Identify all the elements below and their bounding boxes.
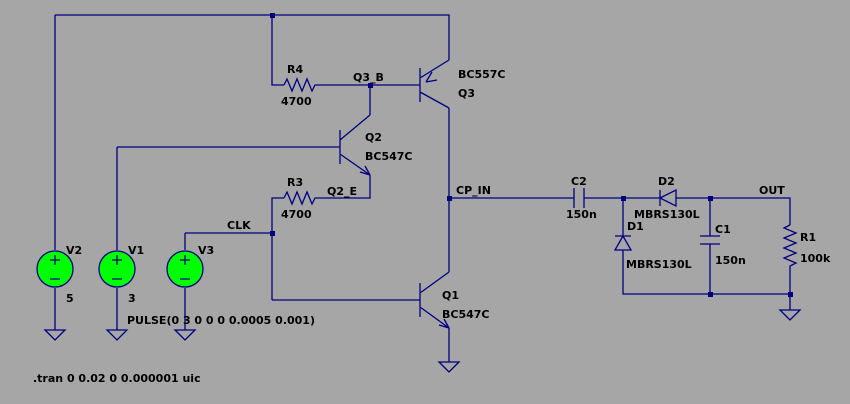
resistor-r4: R4 4700 bbox=[281, 63, 318, 108]
v2-ref-label: V2 bbox=[66, 244, 82, 257]
transistor-q3: BC557C Q3 bbox=[419, 59, 506, 109]
voltage-source-v3: V3 PULSE(0 3 0 0 0 0.0005 0.001) bbox=[127, 244, 315, 327]
q2-ref-label: Q2 bbox=[365, 131, 382, 144]
r1-value-label: 100k bbox=[800, 252, 831, 265]
q2-model-label: BC547C bbox=[365, 150, 413, 163]
capacitor-c1: C1 150n bbox=[700, 223, 746, 267]
d1-ref-label: D1 bbox=[627, 220, 644, 233]
net-label-clk: CLK bbox=[227, 219, 251, 232]
voltage-source-v2: V2 5 bbox=[36, 244, 82, 305]
r4-value-label: 4700 bbox=[281, 95, 312, 108]
diode-d1: D1 MBRS130L bbox=[613, 220, 692, 271]
ground-symbols bbox=[43, 309, 802, 373]
q1-ref-label: Q1 bbox=[442, 289, 459, 302]
net-label-cp-in: CP_IN bbox=[456, 184, 491, 197]
resistor-r1: R1 100k bbox=[782, 224, 831, 270]
wires bbox=[54, 14, 791, 362]
d1-model-label: MBRS130L bbox=[626, 258, 692, 271]
diode-d2: D2 MBRS130L bbox=[634, 175, 700, 221]
v2-value-label: 5 bbox=[66, 292, 74, 305]
q1-model-label: BC547C bbox=[442, 308, 490, 321]
r1-ref-label: R1 bbox=[800, 231, 816, 244]
d2-ref-label: D2 bbox=[658, 175, 675, 188]
v3-value-label: PULSE(0 3 0 0 0 0.0005 0.001) bbox=[127, 314, 315, 327]
v1-ref-label: V1 bbox=[128, 244, 144, 257]
q3-ref-label: Q3 bbox=[458, 87, 475, 100]
net-labels: Q3_B Q2_E CLK CP_IN OUT bbox=[227, 71, 785, 232]
voltage-source-v1: V1 3 bbox=[98, 244, 144, 305]
c1-value-label: 150n bbox=[715, 254, 746, 267]
c2-value-label: 150n bbox=[566, 208, 597, 221]
v3-ref-label: V3 bbox=[198, 244, 214, 257]
junction-dots bbox=[270, 13, 793, 297]
transistor-q2: Q2 BC547C bbox=[339, 114, 413, 176]
v1-value-label: 3 bbox=[128, 292, 136, 305]
net-label-q3-b: Q3_B bbox=[353, 71, 384, 84]
r4-ref-label: R4 bbox=[287, 63, 303, 76]
r3-ref-label: R3 bbox=[287, 176, 303, 189]
spice-directive[interactable]: .tran 0 0.02 0 0.000001 uic bbox=[33, 372, 201, 385]
net-label-q2-e: Q2_E bbox=[327, 185, 357, 198]
c1-ref-label: C1 bbox=[715, 223, 731, 236]
q3-model-label: BC557C bbox=[458, 68, 506, 81]
resistor-r3: R3 4700 bbox=[281, 176, 318, 221]
net-label-out: OUT bbox=[759, 184, 785, 197]
capacitor-c2: C2 150n bbox=[566, 175, 597, 221]
r3-value-label: 4700 bbox=[281, 208, 312, 221]
d2-model-label: MBRS130L bbox=[634, 208, 700, 221]
transistor-q1: Q1 BC547C bbox=[419, 271, 490, 329]
c2-ref-label: C2 bbox=[571, 175, 587, 188]
